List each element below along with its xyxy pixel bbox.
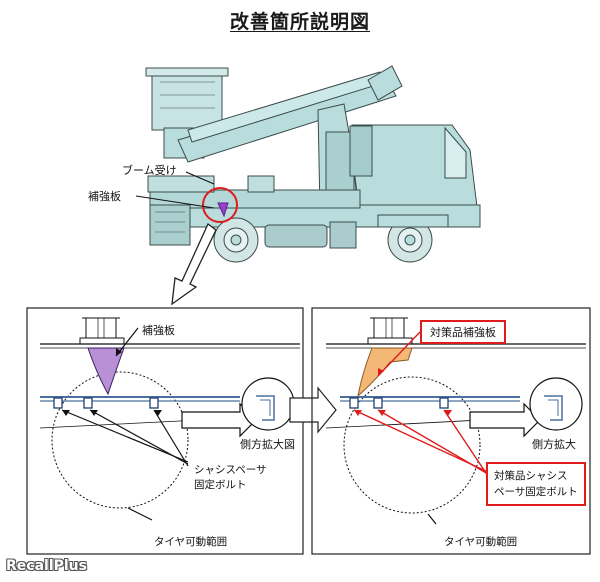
highlight-circle	[202, 187, 238, 223]
label-left-bolt-line2: 固定ボルト	[194, 479, 247, 491]
label-right-bolt-line1: 対策品シャシス	[494, 470, 568, 482]
left-arrowheads	[62, 348, 162, 416]
label-right-reinforcement: 対策品補強板	[430, 326, 496, 339]
right-red-arrowheads	[354, 368, 452, 416]
right-panel-frame	[311, 307, 591, 555]
label-right-bolt-box: 対策品シャシス ペーサ固定ボルト	[486, 462, 586, 506]
label-boom-receiver: ブーム受け	[122, 164, 177, 177]
new-reinforcement-plate	[357, 347, 413, 398]
label-left-side-enlarged: 側方拡大図	[240, 438, 295, 451]
left-side-inset	[181, 377, 295, 438]
label-left-bolt-line1: シャシスペーサ	[194, 464, 267, 476]
label-left-tire-range: タイヤ可動範囲	[154, 536, 228, 548]
watermark: RecallPlus	[6, 558, 87, 574]
before-after-arrow	[289, 386, 337, 434]
label-right-bolt-line2: ペーサ固定ボルト	[494, 486, 578, 498]
right-black-leader	[427, 513, 437, 525]
truck-illustration	[145, 65, 481, 263]
label-left-reinforcement: 補強板	[142, 324, 175, 337]
right-panel-drawing	[325, 317, 586, 514]
left-leader-lines	[61, 327, 189, 521]
old-reinforcement-plate	[87, 347, 125, 396]
label-truck-reinforcement: 補強板	[88, 190, 121, 203]
label-right-tire-range: タイヤ可動範囲	[444, 536, 518, 548]
zoom-arrow	[171, 222, 217, 306]
truck-reinforcement-plate	[217, 202, 229, 218]
label-right-reinforcement-box: 対策品補強板	[420, 320, 506, 344]
diagram-title: 改善箇所説明図	[229, 11, 370, 33]
truck-leader-lines	[135, 171, 215, 209]
aerial-bucket	[151, 71, 223, 131]
right-red-leader-lines	[353, 331, 489, 477]
right-bolts	[349, 397, 449, 409]
label-right-side-enlarged: 側方拡大	[532, 438, 576, 451]
right-side-inset	[469, 377, 583, 438]
left-panel-frame	[26, 307, 304, 555]
left-bolts	[53, 397, 159, 409]
